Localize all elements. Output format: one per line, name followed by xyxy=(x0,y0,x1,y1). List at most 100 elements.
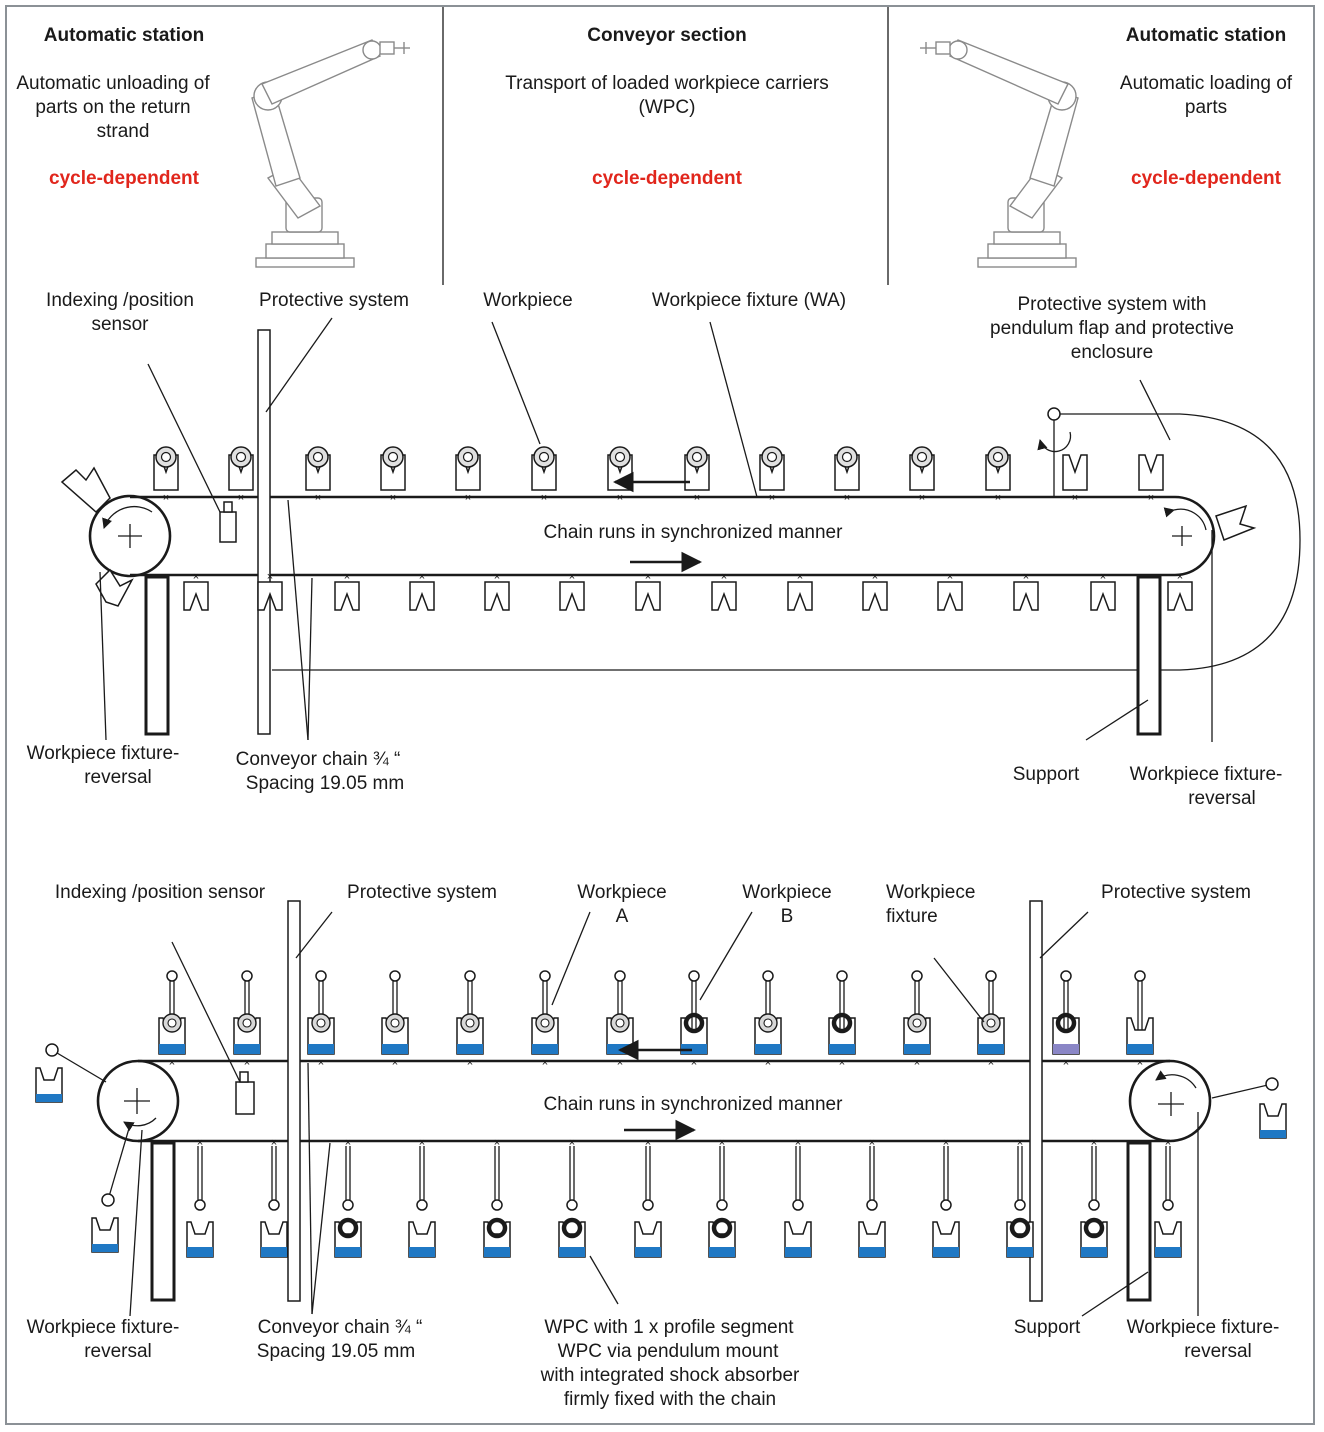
bottom-label-fixture-2: fixture xyxy=(886,906,938,927)
wpc-upper: × xyxy=(1126,970,1154,1069)
wpc-lower: × xyxy=(932,1137,960,1258)
support-bottom-right xyxy=(1126,1141,1152,1302)
drive-sprocket-left-icon xyxy=(88,494,172,578)
svg-text:×: × xyxy=(392,1057,398,1069)
bottom-label-wpc-3: with integrated shock absorber xyxy=(540,1365,800,1386)
top-label-reversal-left-1: Workpiece fixture- xyxy=(27,743,180,764)
wpc-lower: × xyxy=(260,1137,288,1258)
top-label-pendulum-3: enclosure xyxy=(1071,342,1153,363)
svg-text:×: × xyxy=(795,1137,801,1149)
svg-text:×: × xyxy=(1148,492,1154,504)
svg-text:×: × xyxy=(345,1137,351,1149)
bottom-label-support: Support xyxy=(1014,1317,1081,1338)
svg-text:×: × xyxy=(541,492,547,504)
svg-text:×: × xyxy=(691,1057,697,1069)
svg-text:×: × xyxy=(839,1057,845,1069)
top-label-sensor-2: sensor xyxy=(91,314,149,335)
top-fixture-row: ×××××××××××××××××××××××××××× xyxy=(153,446,1193,611)
svg-text:×: × xyxy=(947,571,953,583)
svg-text:×: × xyxy=(995,492,1001,504)
wpc-lower: × xyxy=(558,1137,586,1258)
wpc-upper: × xyxy=(606,970,634,1069)
svg-text:×: × xyxy=(645,1137,651,1149)
bottom-label-workpiece-a-2: A xyxy=(616,906,629,927)
wpc-lower: × xyxy=(708,1137,736,1258)
robot-arm-right-icon xyxy=(920,39,1079,268)
bottom-label-sensor: Indexing /position sensor xyxy=(55,882,266,903)
header-left-line-2: parts on the return xyxy=(35,97,190,118)
svg-text:×: × xyxy=(914,1057,920,1069)
wpc-upper: × xyxy=(456,970,484,1069)
top-return-fixture: × xyxy=(1090,571,1116,611)
svg-text:×: × xyxy=(419,1137,425,1149)
top-label-pendulum-1: Protective system with xyxy=(1018,294,1207,315)
svg-text:×: × xyxy=(1177,571,1183,583)
top-label-chain-1: Conveyor chain ¾ “ xyxy=(236,749,401,770)
bottom-label-reversal-left-2: reversal xyxy=(84,1341,152,1362)
svg-text:×: × xyxy=(1072,492,1078,504)
header-right-line-1: Automatic loading of xyxy=(1120,73,1293,94)
top-return-fixture: × xyxy=(1013,571,1039,611)
pendulum-flap-icon xyxy=(1047,407,1061,421)
svg-text:×: × xyxy=(988,1057,994,1069)
wpc-lower: × xyxy=(1154,1137,1182,1258)
support-bottom-left xyxy=(150,1141,176,1302)
top-return-fixture: × xyxy=(484,571,510,611)
drive-sprocket-bottom-right-icon xyxy=(1128,1059,1212,1143)
drive-sprocket-bottom-left-icon xyxy=(96,1059,180,1143)
workpiece-b-icon xyxy=(486,1217,508,1239)
top-label-reversal-right-2: reversal xyxy=(1188,788,1256,809)
svg-text:×: × xyxy=(869,1137,875,1149)
workpiece-b-icon xyxy=(711,1217,733,1239)
svg-text:×: × xyxy=(569,571,575,583)
wpc-upper: × xyxy=(531,970,559,1069)
top-fixture: × xyxy=(759,446,785,504)
wpc-lower: × xyxy=(186,1137,214,1258)
svg-text:×: × xyxy=(467,1057,473,1069)
workpiece-b-icon xyxy=(337,1217,359,1239)
bottom-conveyor: ×××××××××××××××××××××××××××× xyxy=(35,900,1287,1317)
bottom-label-wpc-2: WPC via pendulum mount xyxy=(558,1341,779,1362)
svg-text:×: × xyxy=(721,571,727,583)
top-label-reversal-left-2: reversal xyxy=(84,767,152,788)
svg-text:×: × xyxy=(315,492,321,504)
bottom-label-reversal-right-2: reversal xyxy=(1184,1341,1252,1362)
svg-text:×: × xyxy=(1165,1137,1171,1149)
bottom-label-chain-2: Spacing 19.05 mm xyxy=(257,1341,415,1362)
top-return-fixture: × xyxy=(937,571,963,611)
wpc-lower: × xyxy=(634,1137,662,1258)
top-return-fixture: × xyxy=(711,571,737,611)
wpc-upper: × xyxy=(381,970,409,1069)
workpiece-b-icon xyxy=(1083,1217,1105,1239)
svg-text:×: × xyxy=(193,571,199,583)
svg-text:×: × xyxy=(494,571,500,583)
protective-post-top xyxy=(257,329,271,735)
top-conveyor: ×××××××××××××××××××××××××××× xyxy=(60,317,1301,742)
top-fixture: × xyxy=(1062,454,1088,504)
svg-text:×: × xyxy=(765,1057,771,1069)
svg-text:×: × xyxy=(919,492,925,504)
top-return-fixture: × xyxy=(257,571,283,611)
position-sensor-bottom-icon xyxy=(235,1081,255,1115)
top-label-sensor-1: Indexing /position xyxy=(46,290,194,311)
support-left xyxy=(144,575,170,736)
top-fixture: × xyxy=(305,446,331,504)
top-fixture: × xyxy=(380,446,406,504)
svg-text:×: × xyxy=(271,1137,277,1149)
wpc-lower: × xyxy=(1080,1137,1108,1258)
top-fixture: × xyxy=(455,446,481,504)
wpc-upper: × xyxy=(307,970,335,1069)
svg-text:×: × xyxy=(694,492,700,504)
top-fixture: × xyxy=(531,446,557,504)
workpiece-b-icon xyxy=(1009,1217,1031,1239)
header-center-status: cycle-dependent xyxy=(592,168,743,189)
header-center-line-2: (WPC) xyxy=(639,97,696,118)
top-return-fixture: × xyxy=(1167,571,1193,611)
svg-text:×: × xyxy=(1063,1057,1069,1069)
svg-text:×: × xyxy=(797,571,803,583)
wpc-lower: × xyxy=(784,1137,812,1258)
header-right-status: cycle-dependent xyxy=(1131,168,1282,189)
svg-text:×: × xyxy=(943,1137,949,1149)
top-label-reversal-right-1: Workpiece fixture- xyxy=(1130,764,1283,785)
svg-text:×: × xyxy=(267,571,273,583)
